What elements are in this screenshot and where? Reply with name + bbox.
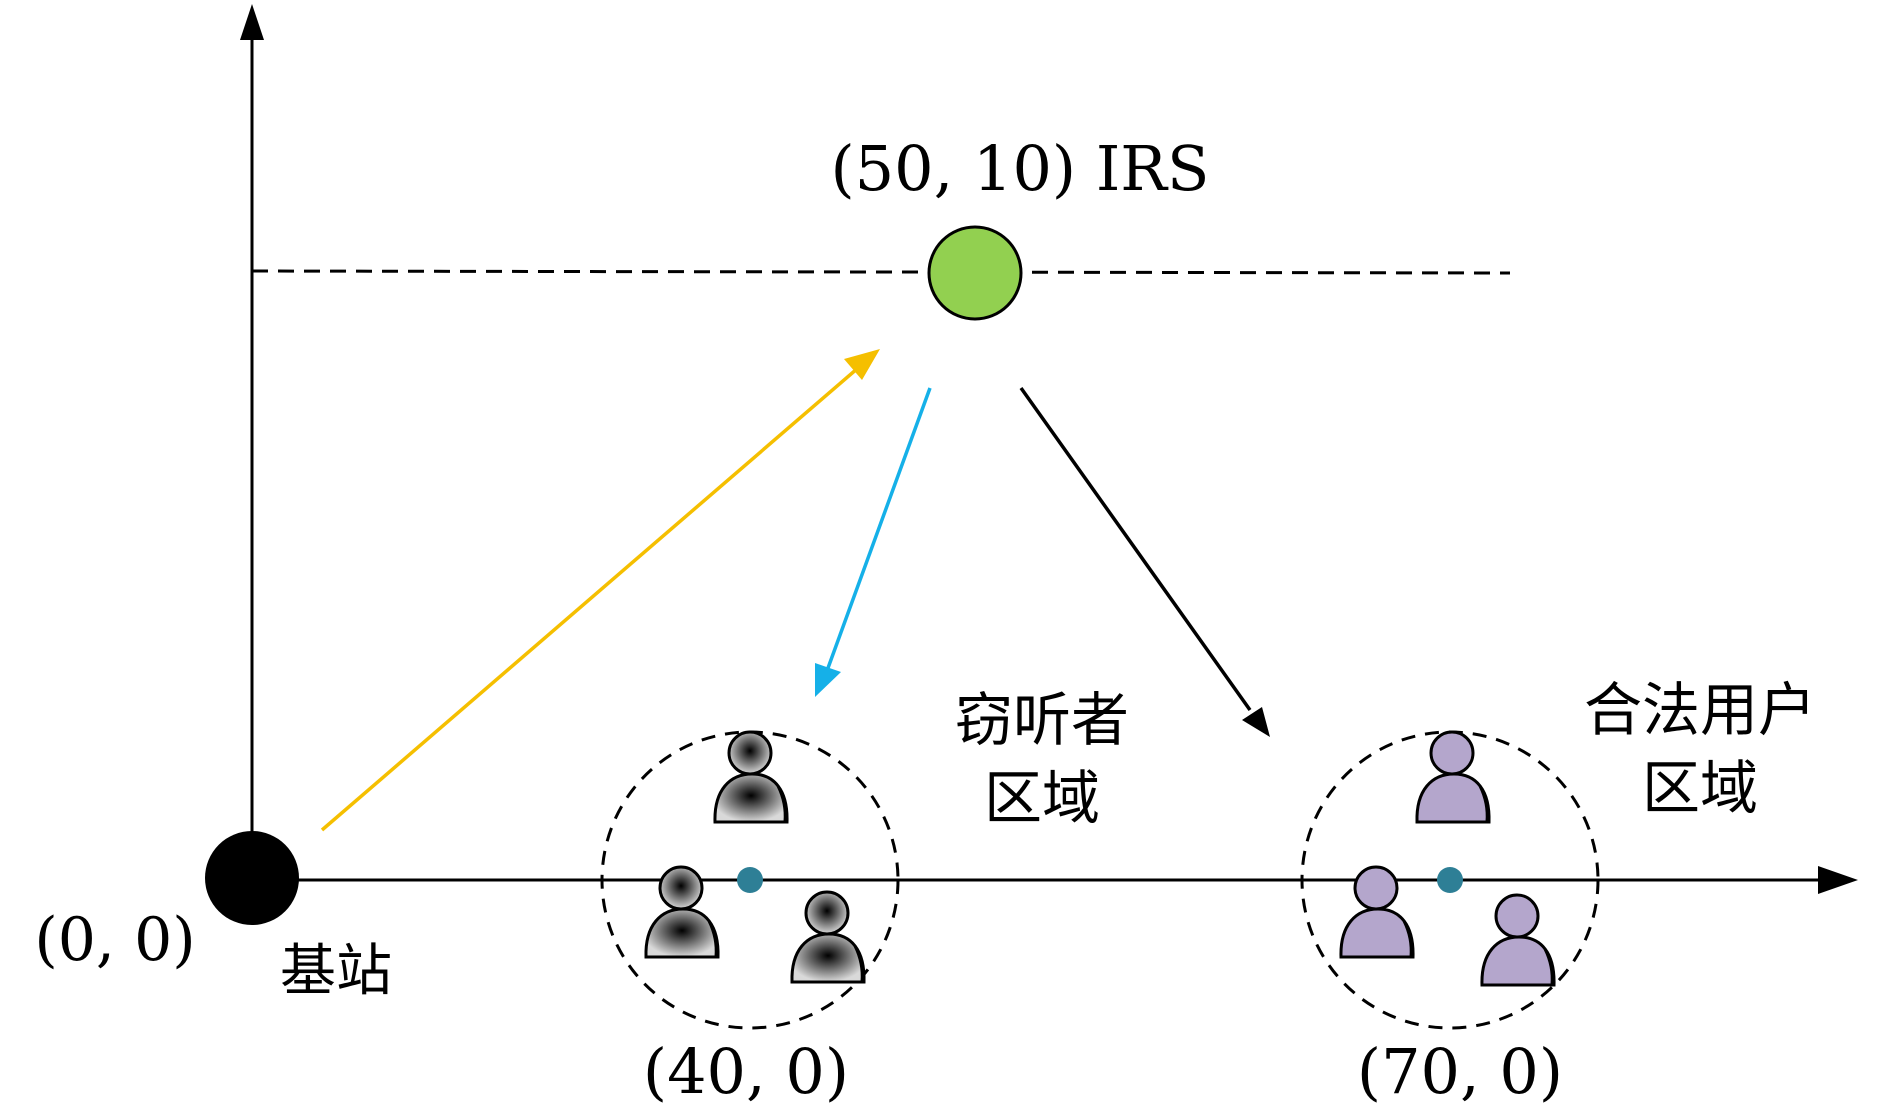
- x-axis: [252, 866, 1858, 894]
- base-station-icon: [205, 831, 299, 925]
- eavesdropper-region-label-2: 区域: [984, 764, 1100, 832]
- irs-icon: [927, 225, 1023, 321]
- user-icon: [1415, 730, 1491, 824]
- user-region-label-1: 合法用户: [1584, 676, 1816, 744]
- irs-label: (50, 10) IRS: [831, 132, 1210, 205]
- eavesdropper-center-dot: [737, 867, 763, 893]
- eavesdropper-icon: [790, 890, 866, 984]
- irs-to-user-arrow: [1019, 386, 1270, 737]
- user-icon: [1339, 865, 1415, 959]
- irs-height-line: [251, 269, 1511, 275]
- eavesdropper-region-label-1: 窃听者: [955, 686, 1129, 754]
- origin-label: (0, 0): [34, 905, 195, 975]
- user-center-dot: [1437, 867, 1463, 893]
- y-axis: [240, 4, 264, 880]
- bs-to-irs-arrow: [320, 349, 880, 832]
- eavesdropper-icon: [644, 865, 720, 959]
- eavesdropper-icon: [713, 730, 789, 824]
- eavesdropper-center-label: (40, 0): [643, 1035, 849, 1108]
- user-region-label-2: 区域: [1642, 754, 1758, 822]
- irs-to-eve-arrow: [815, 387, 932, 697]
- base-station-label: 基站: [280, 939, 392, 1004]
- user-icon: [1480, 893, 1556, 987]
- user-center-label: (70, 0): [1357, 1035, 1563, 1108]
